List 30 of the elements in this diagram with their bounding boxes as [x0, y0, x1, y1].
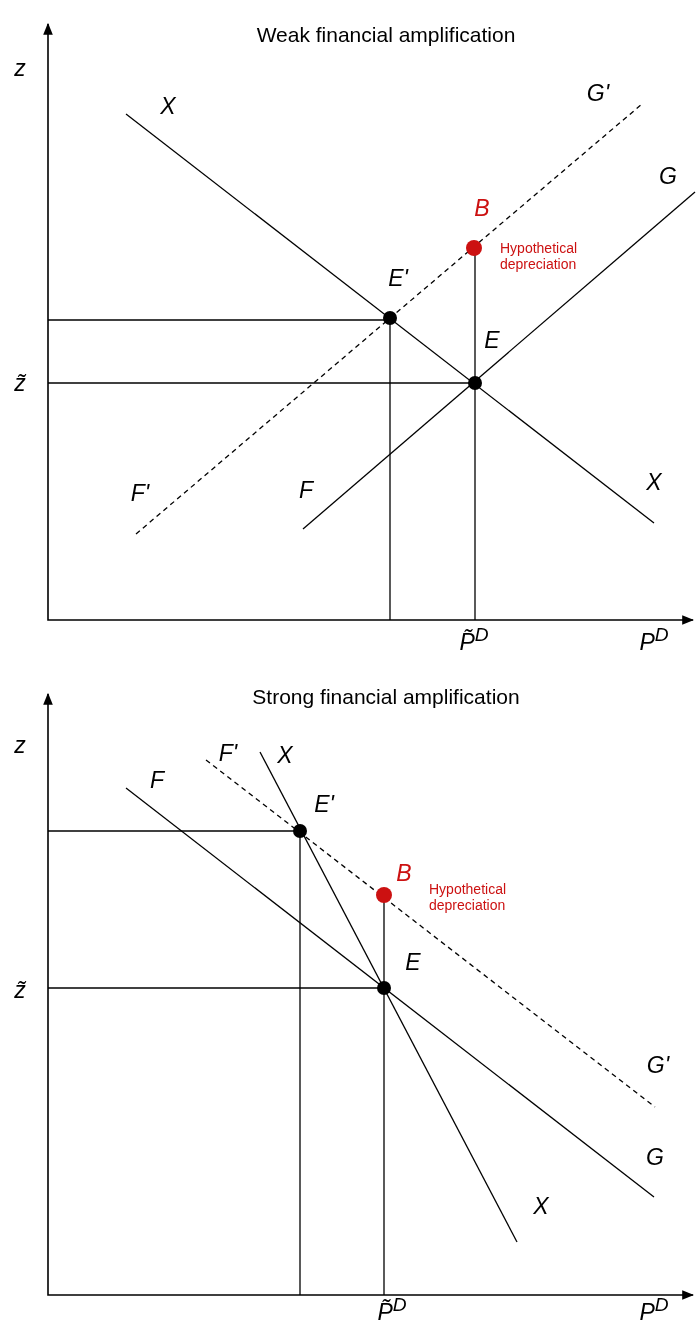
curve-label: F' [130, 479, 150, 507]
point-label: E' [314, 790, 334, 818]
curve-label: G [646, 1143, 664, 1171]
point-label: B [474, 194, 490, 222]
axis-label: z̃ [14, 369, 26, 397]
curve-label: F [298, 476, 314, 504]
point-label: B [396, 859, 412, 887]
point-label: E' [388, 264, 408, 292]
chart-title: Weak financial amplification [256, 22, 516, 48]
curve-label: X [160, 92, 176, 120]
curve-label: X [533, 1192, 549, 1220]
axis-label: z [14, 731, 26, 759]
curve-label: G [659, 162, 677, 190]
axis-label: P$^{D}$ [639, 624, 669, 656]
curve-label: F' [218, 739, 238, 767]
point-label: E [405, 948, 421, 976]
annotation: Hypothetical depreciation [429, 880, 508, 914]
axis-label: P̃$^{D}$ [459, 624, 489, 656]
axis-label: z̃ [14, 976, 26, 1004]
curve-label: X [277, 741, 293, 769]
annotation: Hypothetical depreciation [500, 239, 579, 273]
chart-title: Strong financial amplification [252, 684, 520, 710]
axis-label: P̃$^{D}$ [377, 1294, 407, 1324]
point-label: E [484, 326, 500, 354]
axis-label: z [14, 54, 26, 82]
curve-label: G' [646, 1051, 670, 1079]
curve-label: G' [586, 79, 610, 107]
curve-label: X [646, 468, 662, 496]
curve-label: F [149, 766, 165, 794]
axis-label: P$^{D}$ [639, 1294, 669, 1324]
